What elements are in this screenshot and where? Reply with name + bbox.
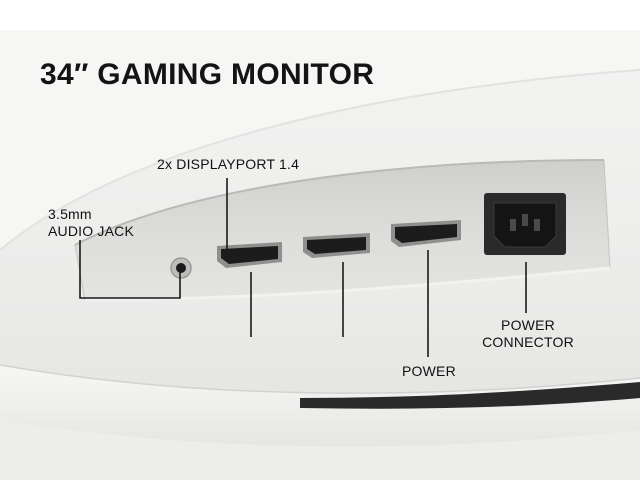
audio-jack-label-line-1: 3.5mm bbox=[48, 206, 92, 222]
power-connector-label-line-2: CONNECTOR bbox=[482, 334, 574, 350]
power-connector-label: POWER CONNECTOR bbox=[476, 317, 580, 351]
displayport-label: 2x DISPLAYPORT 1.4 bbox=[157, 156, 300, 172]
hdmi-power-label: POWER bbox=[402, 363, 456, 379]
monitor-dark-edge bbox=[300, 382, 640, 409]
page-title: 34″ GAMING MONITOR bbox=[40, 58, 375, 91]
monitor-upper-curve bbox=[0, 30, 640, 250]
audio-jack-label: 3.5mm AUDIO JACK bbox=[48, 206, 134, 240]
audio-jack-leader bbox=[79, 240, 181, 299]
power-connector-label-line-1: POWER bbox=[501, 317, 555, 333]
audio-jack-label-line-2: AUDIO JACK bbox=[48, 223, 135, 239]
